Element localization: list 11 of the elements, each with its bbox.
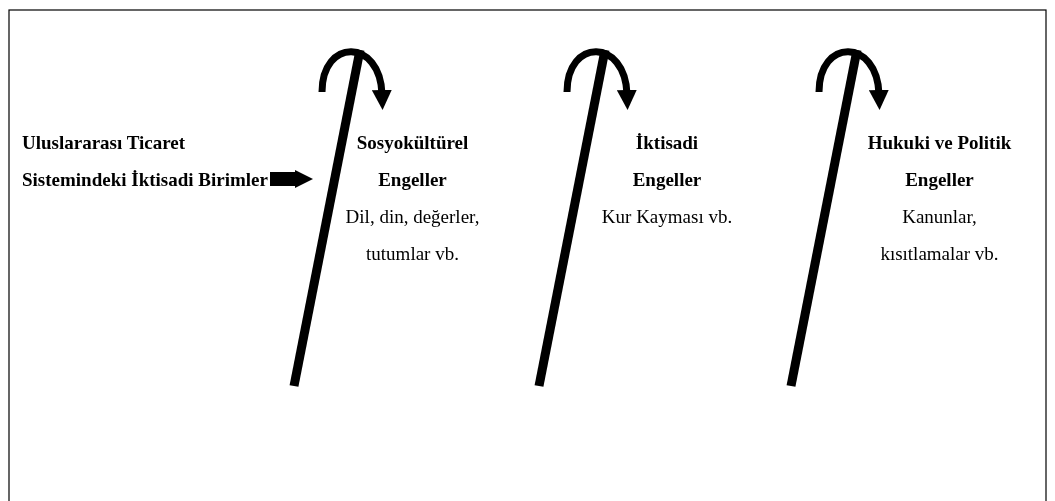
barrier-description: Dil, din, değerler, tutumlar vb. <box>344 205 481 266</box>
barrier-title: Sosyokültürel Engeller <box>355 131 470 192</box>
curved-arrow <box>318 48 392 110</box>
barrier-description: Kanunlar, kısıtlamalar vb. <box>879 205 1000 266</box>
barrier-title: İktisadi Engeller <box>631 131 703 192</box>
unit-label: Uluslararası Ticaret Sistemindeki İktisadi Birimler <box>22 131 269 192</box>
barrier-title: Hukuki ve Politik Engeller <box>866 131 1013 192</box>
curved-arrow <box>815 48 889 110</box>
block-arrow <box>270 170 313 188</box>
barrier-description: Kur Kayması vb. <box>600 205 734 229</box>
curved-arrow <box>563 48 637 110</box>
